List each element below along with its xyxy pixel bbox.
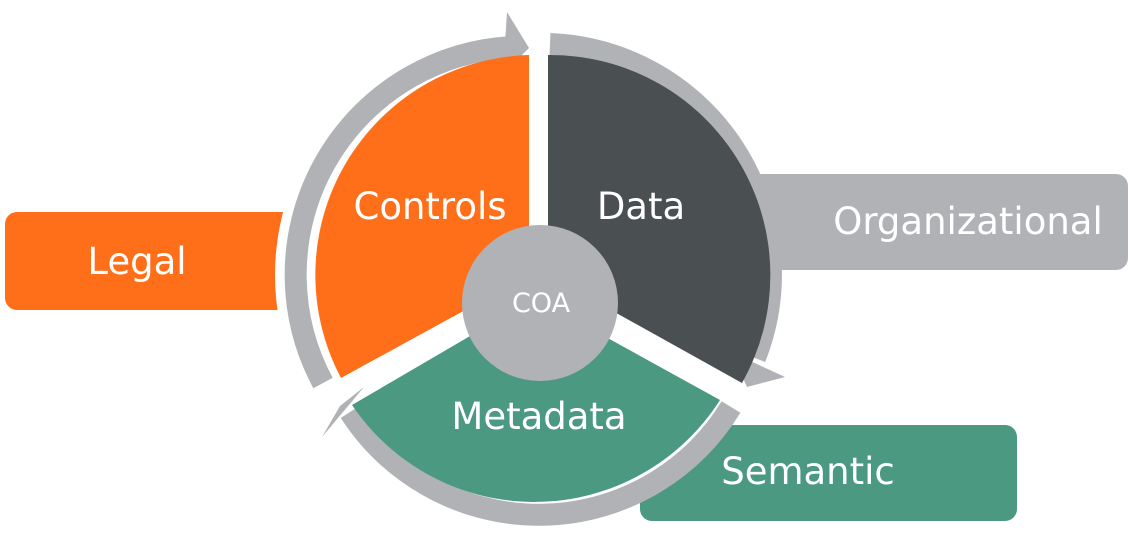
semantic-tab <box>640 425 1017 521</box>
ring-arc-right <box>549 33 782 363</box>
segment-label-data: Data <box>597 185 685 228</box>
segment-label-metadata: Metadata <box>451 395 626 438</box>
center-label: COA <box>512 288 571 319</box>
tab-label-organizational: Organizational <box>833 200 1103 243</box>
organizational-tab <box>745 174 1128 270</box>
segment-label-controls: Controls <box>353 185 506 228</box>
tab-label-legal: Legal <box>87 240 186 283</box>
segment-metadata <box>352 298 720 502</box>
legal-tab <box>5 212 325 310</box>
ring-arc-bottom <box>340 401 741 526</box>
ring-arc-left <box>284 36 514 389</box>
tab-label-semantic: Semantic <box>721 450 895 493</box>
coa-hub <box>462 225 618 381</box>
arrow-head-bottom-icon <box>322 387 364 437</box>
